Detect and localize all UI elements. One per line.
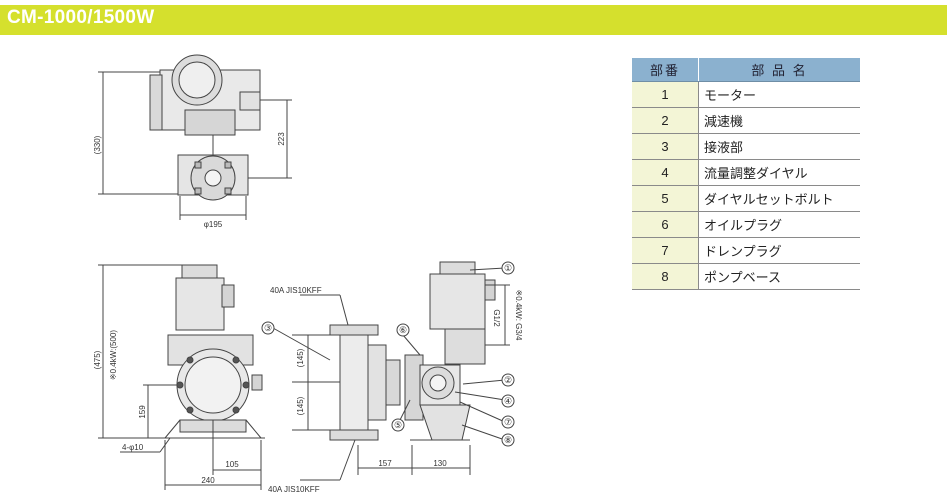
header-part-name: 部 品 名 xyxy=(698,58,860,82)
table-row: 3 接液部 xyxy=(632,133,860,160)
parts-table: 部番 部 品 名 1 モーター 2 減速機 3 接液部 4 流量調整ダイヤル 5… xyxy=(632,58,860,290)
callout-2: ② xyxy=(504,375,512,385)
dim-330: (330) xyxy=(93,135,102,154)
part-name: 接液部 xyxy=(698,133,860,160)
callout-7: ⑦ xyxy=(504,417,512,427)
dim-145-upper: (145) xyxy=(296,348,305,367)
table-row: 4 流量調整ダイヤル xyxy=(632,159,860,186)
part-name: ドレンプラグ xyxy=(698,237,860,264)
part-name: 減速機 xyxy=(698,107,860,134)
part-name: モーター xyxy=(698,81,860,108)
flange-view xyxy=(292,294,401,481)
front-view xyxy=(98,264,265,490)
table-row: 1 モーター xyxy=(632,81,860,108)
dim-g34: ※0.4kW: G3/4 xyxy=(514,289,523,341)
title-bar: CM-1000/1500W xyxy=(0,5,947,35)
dim-240: 240 xyxy=(201,476,215,485)
part-number: 6 xyxy=(632,211,699,238)
dim-g12: G1/2 xyxy=(492,309,501,327)
callout-3: ③ xyxy=(264,323,272,333)
dim-157: 157 xyxy=(378,459,392,468)
part-number: 7 xyxy=(632,237,699,264)
flange-label-top: 40A JIS10KFF xyxy=(270,286,322,295)
table-row: 6 オイルプラグ xyxy=(632,211,860,238)
top-view xyxy=(98,54,292,220)
callout-1: ① xyxy=(504,263,512,273)
parts-table-header: 部番 部 品 名 xyxy=(632,58,860,82)
page-title: CM-1000/1500W xyxy=(7,7,155,28)
table-row: 7 ドレンプラグ xyxy=(632,237,860,264)
flange-label-bottom: 40A JIS10KFF xyxy=(268,485,320,494)
part-number: 1 xyxy=(632,81,699,108)
dim-145-lower: (145) xyxy=(296,396,305,415)
side-view xyxy=(272,261,510,475)
dim-475: (475) xyxy=(93,350,102,369)
dimension-drawing: (330) 223 φ195 (475) ※0.4kW:(500) 159 4-… xyxy=(93,54,523,494)
callout-8: ⑧ xyxy=(504,435,512,445)
part-number: 5 xyxy=(632,185,699,212)
callout-4: ④ xyxy=(504,396,512,406)
part-name: ダイヤルセットボルト xyxy=(698,185,860,212)
header-part-number: 部番 xyxy=(632,58,699,82)
dim-223: 223 xyxy=(277,132,286,146)
part-number: 8 xyxy=(632,263,699,290)
part-number: 4 xyxy=(632,159,699,186)
part-number: 2 xyxy=(632,107,699,134)
dim-159: 159 xyxy=(138,405,147,419)
part-name: 流量調整ダイヤル xyxy=(698,159,860,186)
callout-5: ⑤ xyxy=(394,420,402,430)
callout-6: ⑥ xyxy=(399,325,407,335)
dim-phi195: φ195 xyxy=(204,220,223,229)
table-row: 5 ダイヤルセットボルト xyxy=(632,185,860,212)
table-row: 8 ポンプベース xyxy=(632,263,860,290)
part-name: オイルプラグ xyxy=(698,211,860,238)
table-row: 2 減速機 xyxy=(632,107,860,134)
dim-105: 105 xyxy=(225,460,239,469)
part-number: 3 xyxy=(632,133,699,160)
dim-130: 130 xyxy=(433,459,447,468)
part-name: ポンプベース xyxy=(698,263,860,290)
dim-hole: 4-φ10 xyxy=(122,443,144,452)
callout-circles xyxy=(261,261,515,447)
dim-500-note: ※0.4kW:(500) xyxy=(109,330,118,380)
